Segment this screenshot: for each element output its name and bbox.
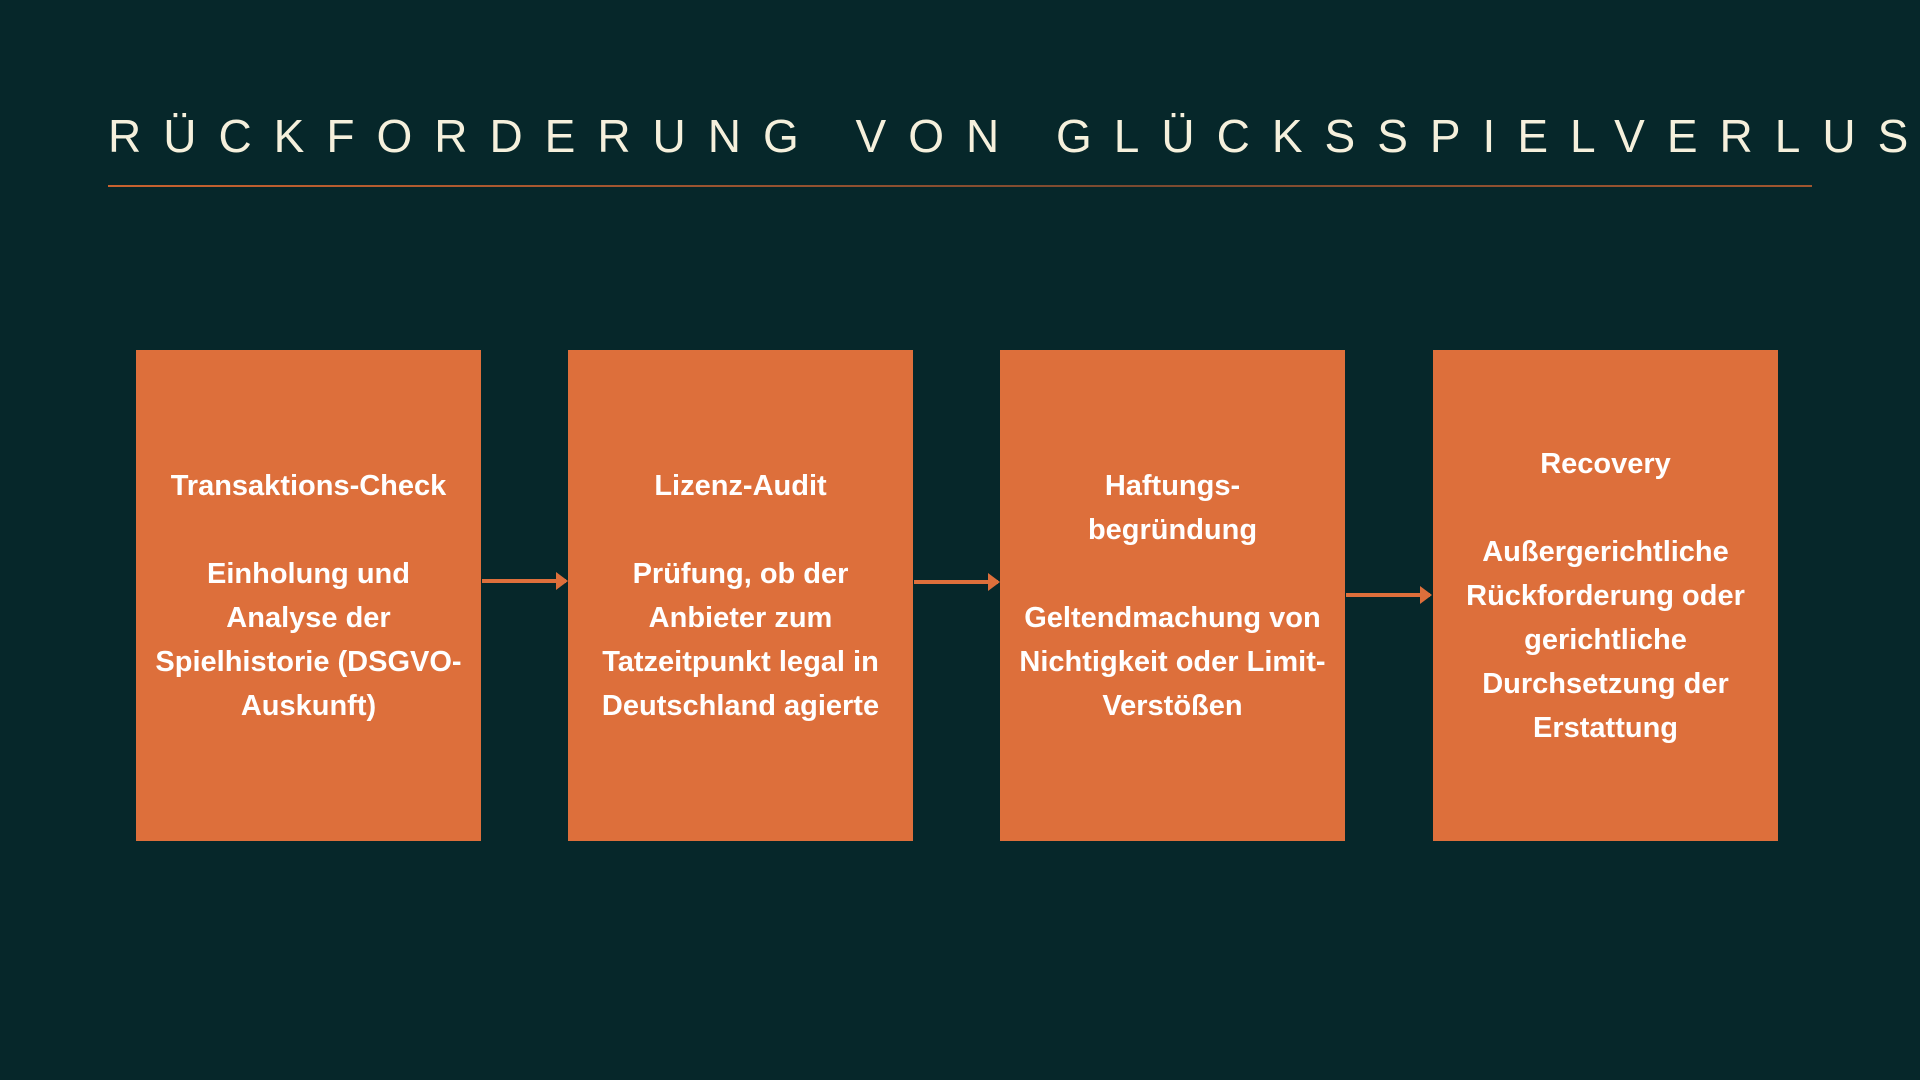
step-box-lizenz-audit: Lizenz-Audit Prüfung, ob der Anbieter zu…: [568, 350, 913, 841]
page-title: RÜCKFORDERUNG VON GLÜCKSSPIELVERLUST: [108, 110, 1920, 162]
title-divider: [108, 185, 1812, 187]
step-heading: Haftungs-begründung: [1087, 469, 1258, 546]
step-box-haftungsbegruendung: Haftungs-begründung Geltendmachung von N…: [1000, 350, 1345, 841]
step-heading: Lizenz-Audit: [654, 469, 827, 502]
arrow-right-icon: [482, 572, 568, 590]
step-box-transaktions-check: Transaktions-Check Einholung und Analyse…: [136, 350, 481, 841]
step-box-recovery: Recovery Außergerichtliche Rückforderung…: [1433, 350, 1778, 841]
step-body: Prüfung, ob der Anbieter zum Tatzeitpunk…: [601, 557, 880, 722]
step-body: Geltendmachung von Nichtigkeit oder Limi…: [1019, 601, 1326, 722]
arrow-right-icon: [1346, 586, 1432, 604]
step-heading: Recovery: [1540, 447, 1671, 480]
arrow-right-icon: [914, 573, 1000, 591]
step-body: Einholung und Analyse der Spielhistorie …: [155, 557, 462, 722]
step-heading: Transaktions-Check: [170, 469, 447, 502]
step-body: Außergerichtliche Rückforderung oder ger…: [1466, 535, 1745, 744]
